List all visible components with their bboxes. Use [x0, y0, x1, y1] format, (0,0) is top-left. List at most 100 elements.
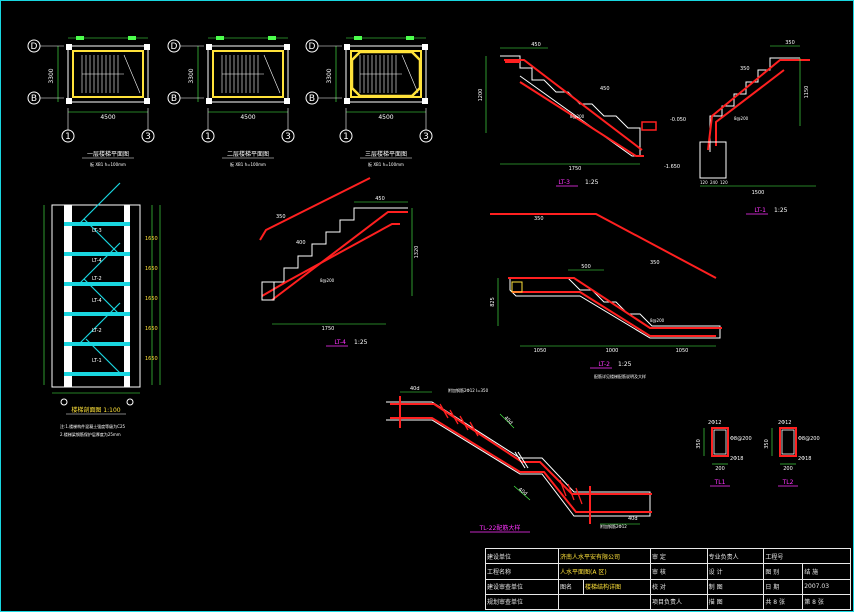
section-flight-1: LT-3 [92, 228, 102, 234]
section-flight-3: LT-2 [92, 276, 102, 282]
detail-tl2: 2Φ12 Φ8@200 2Φ18 350 200 TL2 [764, 420, 820, 487]
section-flight-2: LT-4 [92, 258, 102, 264]
svg-text:1650: 1650 [145, 266, 158, 272]
tb-r1-c5: 工程号 [763, 547, 851, 565]
lt2-bar: 8@200 [650, 318, 665, 323]
lt4-name: LT-4 [334, 339, 346, 346]
tl2-b: 200 [783, 466, 793, 472]
section-flight-4: LT-4 [92, 298, 102, 304]
tb-r3-c3: 楼梯结构详图 [583, 578, 651, 595]
tb-r3-c1: 建设审查单位 [485, 578, 559, 595]
plan-1-width-dim: 4500 [100, 114, 115, 121]
svg-text:1650: 1650 [145, 356, 158, 362]
tb-r3-c7: 2007.03 [802, 578, 851, 595]
lt3-dim-step: 450 [600, 86, 610, 92]
tb-r1-c4: 专业负责人 [706, 547, 765, 565]
section-note-1: 注:1.楼梯构件混凝土强度等级为C25 [60, 423, 126, 429]
detail-lt3: 450 450 1200 1750 8@200 LT-3 1:25 [478, 42, 657, 187]
lt4-dim-height: 1320 [414, 246, 420, 259]
lt1-dim-c: 120 [720, 180, 728, 185]
plan-1-axis-top: D [31, 42, 38, 52]
plan-view-3: D B 1 3 4500 3300 三层楼梯平面图 板 XB1 h=100mm [305, 35, 433, 167]
tl2-stirrup: Φ8@200 [798, 436, 820, 442]
lt3-scale: 1:25 [585, 179, 599, 186]
lt3-dim-span: 1750 [569, 166, 582, 172]
lt2-dim-height: 825 [490, 297, 496, 307]
tb-r4-c1: 规划审查单位 [485, 593, 559, 611]
tl22-dim1: 40d [410, 386, 420, 392]
tl22-dim4: 40d [628, 516, 638, 522]
plan-1-axis-right: 3 [145, 132, 151, 142]
lt2-dim-top: 500 [581, 264, 591, 270]
plan-2-width-dim: 4500 [240, 114, 255, 121]
plan-1-axis-left: 1 [65, 132, 71, 142]
plan-3-axis-left: 1 [343, 132, 349, 142]
lt1-dim-a: 120 [700, 180, 708, 185]
tb-r3-c5: 制 图 [706, 578, 765, 595]
detail-tl22: 40d 40d 40d 40d 附加钢筋2Φ12 l=350 附加钢筋2Φ12 … [386, 386, 652, 533]
svg-text:1650: 1650 [145, 326, 158, 332]
section-caption: 楼梯剖面图 1:100 [71, 406, 120, 414]
tb-r2-c3: 审 核 [649, 563, 708, 580]
lt2-lap1: 350 [534, 216, 544, 222]
plan-1-height-dim: 3300 [48, 68, 55, 83]
plan-1-note: 板 XB1 h=100mm [90, 161, 126, 167]
plan-3-axis-top: D [309, 42, 316, 52]
tb-r4-c4: 描 图 [706, 593, 765, 611]
tl1-stirrup: Φ8@200 [730, 436, 752, 442]
section-flight-6: LT-1 [92, 358, 102, 364]
tl1-b: 200 [715, 466, 725, 472]
lt1-scale: 1:25 [774, 207, 788, 214]
plan-3-note: 板 XB1 h=100mm [368, 161, 404, 167]
tl22-name: TL-22配筋大样 [479, 524, 521, 532]
lt1-bar: 8@200 [734, 116, 749, 121]
lt1-elev1: -0.050 [670, 117, 686, 123]
plan-2-axis-left: 1 [205, 132, 211, 142]
lt1-name: LT-1 [754, 207, 766, 214]
tb-r1-c3: 审 定 [649, 547, 708, 565]
lt3-name: LT-3 [558, 179, 570, 186]
lt4-bar: 8@200 [320, 278, 335, 283]
tl1-h: 350 [696, 439, 702, 449]
lt2-lap2: 350 [650, 260, 660, 266]
lt2-dim-c: 1050 [676, 348, 689, 354]
plan-3-width-dim: 4500 [378, 114, 393, 121]
lt2-dim-b: 1000 [606, 348, 619, 354]
tb-r4-c6: 第 8 张 [802, 593, 851, 611]
tl22-note1: 附加钢筋2Φ12 l=350 [448, 387, 489, 393]
tl22-dim2: 40d [503, 415, 514, 426]
title-block: 建设单位 济南人水平安有限公司 审 定 专业负责人 工程号 工程名称 人水平面图… [485, 547, 851, 611]
plan-view-1: D B 1 3 4500 3300 一层楼梯平面图 板 XB1 h=100mm [27, 35, 155, 167]
tb-r2-c5: 图 别 [763, 563, 804, 580]
lt4-scale: 1:25 [354, 339, 368, 346]
detail-tl1: 2Φ12 Φ8@200 2Φ18 350 200 TL1 [696, 420, 752, 487]
lt2-name: LT-2 [598, 361, 610, 368]
plan-1-caption: 一层楼梯平面图 [87, 150, 129, 158]
tl2-bottom: 2Φ18 [798, 456, 811, 462]
tl22-note2: 附加钢筋2Φ12 [600, 523, 627, 529]
plan-3-axis-right: 3 [423, 132, 429, 142]
section-flight-5: LT-2 [92, 328, 102, 334]
tb-r4-c5: 共 8 张 [763, 593, 804, 611]
tb-r1-c2: 济南人水平安有限公司 [558, 547, 651, 565]
tl1-top: 2Φ12 [708, 420, 721, 426]
lt4-dim-span: 1750 [322, 326, 335, 332]
tb-r4-c3: 项目负责人 [649, 593, 708, 611]
plan-2-height-dim: 3300 [188, 68, 195, 83]
lt1-dim-step: 350 [740, 66, 750, 72]
tb-r4-c2 [558, 593, 651, 611]
lt1-elev2: -1.650 [664, 164, 680, 170]
tl2-h: 350 [764, 439, 770, 449]
lt3-dim-height: 1200 [478, 89, 484, 102]
section-note-2: 2.楼梯梁钢筋保护层厚度为25mm [60, 431, 121, 437]
plan-2-axis-bottom: B [171, 94, 177, 104]
detail-lt1: 350 350 1150 1500 -0.050 -1.650 120 240 … [664, 40, 816, 215]
plan-2-axis-top: D [171, 42, 178, 52]
detail-lt4: 450 400 1320 1750 350 8@200 LT-4 1:25 [259, 177, 420, 347]
tl1-bottom: 2Φ18 [730, 456, 743, 462]
lt2-scale: 1:25 [618, 361, 632, 368]
tl2-name: TL2 [782, 479, 794, 486]
tl22-dim3: 40d [517, 487, 528, 497]
